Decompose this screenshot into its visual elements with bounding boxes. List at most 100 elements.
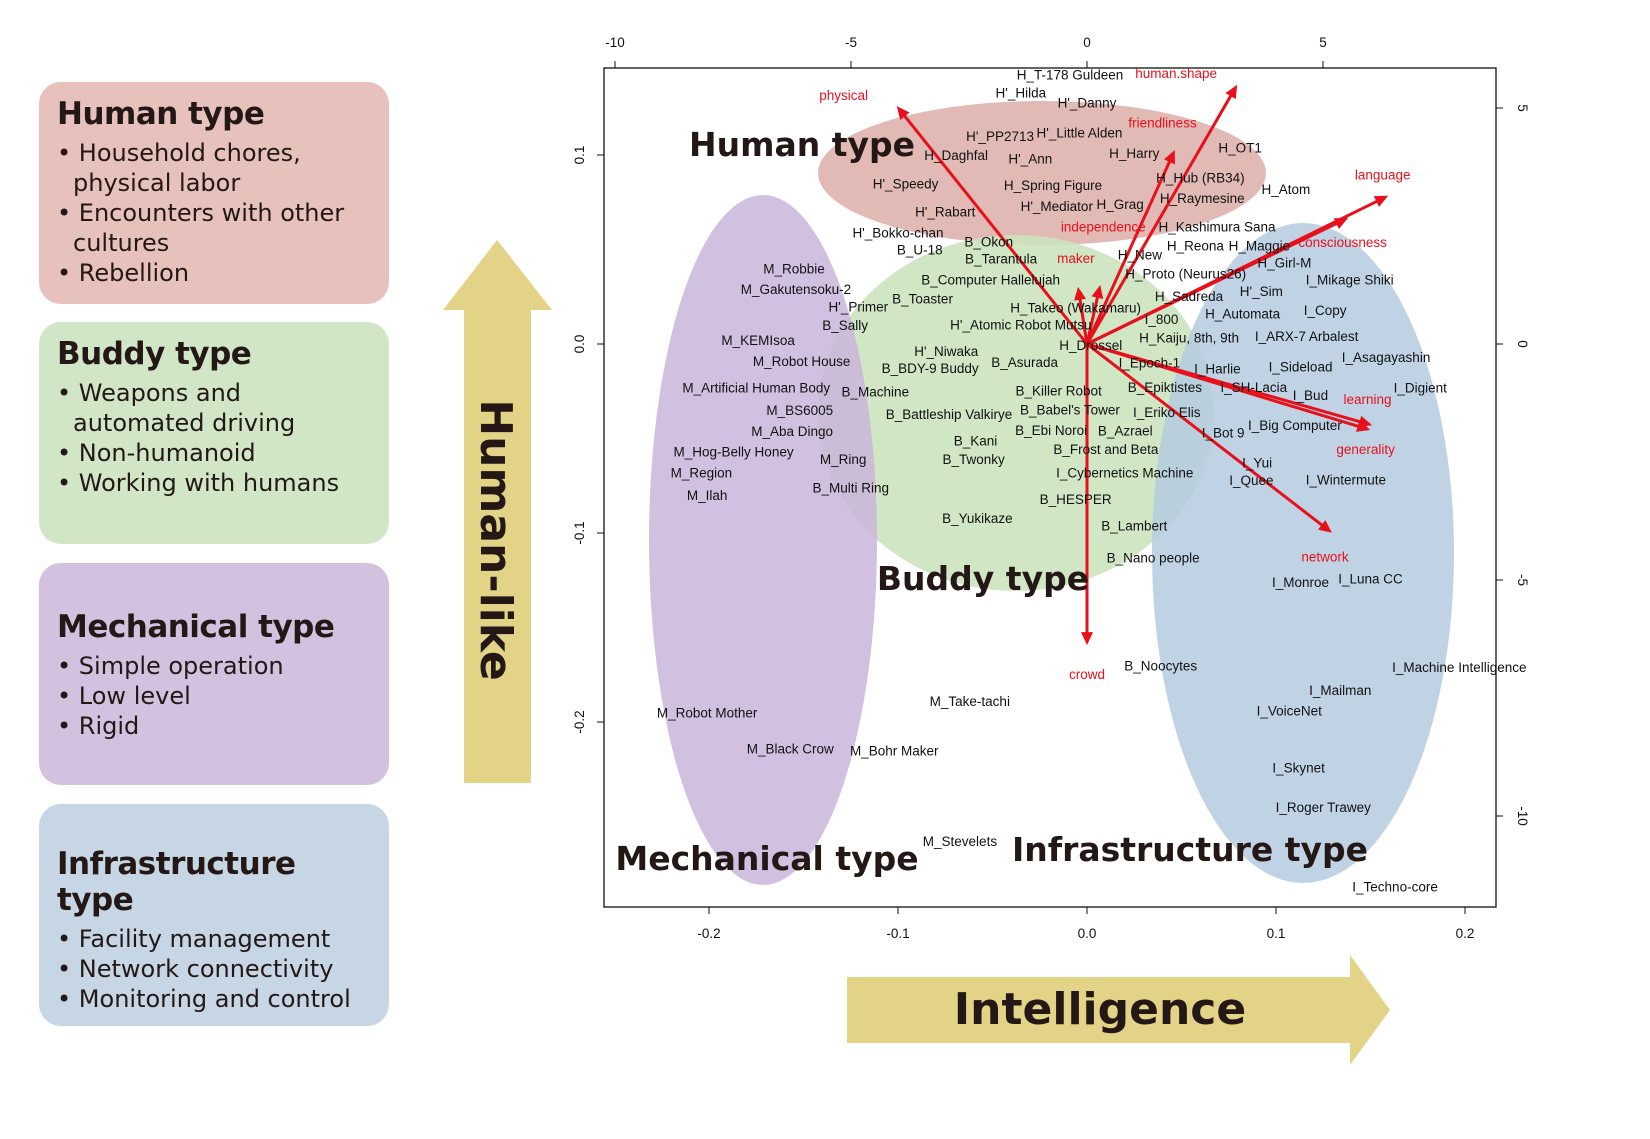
- point-label: I_VoiceNet: [1257, 704, 1323, 719]
- point-label: M_Region: [671, 465, 733, 480]
- human-type-region: [818, 101, 1266, 245]
- point-label: B_Multi Ring: [812, 481, 889, 496]
- panel-item: Rebellion: [57, 258, 371, 288]
- point-label: I_Big Computer: [1248, 418, 1342, 433]
- point-label: H'_Niwaka: [914, 344, 979, 359]
- point-label: H'_Sim: [1240, 284, 1283, 299]
- point-label: I_Eriko Elis: [1133, 405, 1201, 420]
- point-label: H_Spring Figure: [1004, 178, 1102, 193]
- vector-label: independence: [1061, 219, 1146, 234]
- vector-label: language: [1355, 168, 1411, 183]
- point-label: H_Proto (Neurus26): [1125, 266, 1246, 281]
- point-label: H_Drossel: [1059, 338, 1122, 353]
- point-label: I_Mailman: [1309, 683, 1371, 698]
- point-label: I_Luna CC: [1338, 571, 1403, 586]
- point-label: M_Take-tachi: [930, 694, 1010, 709]
- point-label: I_Digient: [1394, 380, 1448, 395]
- vector-label: learning: [1344, 392, 1392, 407]
- point-label: H_Girl-M: [1257, 256, 1311, 271]
- point-label: M_Aba Dingo: [751, 424, 833, 439]
- vector-arrow: [1086, 219, 1344, 346]
- point-label: B_Killer Robot: [1016, 383, 1103, 398]
- group-label-human: Human type: [689, 125, 915, 164]
- top-tick-label: 5: [1319, 35, 1327, 50]
- panel-mechanical-type: Mechanical type Simple operationLow leve…: [39, 563, 389, 785]
- point-label: H_Sadreda: [1155, 289, 1224, 304]
- point-label: B_Nano people: [1107, 551, 1200, 566]
- point-label: B_Noocytes: [1124, 658, 1197, 673]
- panel-title: Infrastructure type: [57, 846, 296, 918]
- point-label: I_Harlie: [1194, 361, 1241, 376]
- panel-item: Household chores, physical labor: [57, 138, 371, 198]
- x-tick-label: -0.1: [886, 926, 909, 941]
- point-label: I_Techno-core: [1352, 879, 1438, 894]
- right-tick-label: 5: [1515, 104, 1530, 112]
- point-label: B_Ebi Noroi: [1015, 423, 1087, 438]
- point-label: H_Takeo (Wakamaru): [1010, 300, 1141, 315]
- vector-arrow: [1077, 292, 1089, 345]
- point-label: I_Yui: [1242, 456, 1272, 471]
- panel-item: Weapons and automated driving: [57, 378, 371, 438]
- point-label: H'_Mediator: [1021, 199, 1094, 214]
- point-label: H_OT1: [1218, 141, 1262, 156]
- point-label: I_Quee: [1229, 473, 1273, 488]
- point-label: I_Machine Intelligence: [1392, 660, 1526, 675]
- vector-label: human.shape: [1135, 66, 1217, 81]
- point-label: B_Okon: [964, 235, 1013, 250]
- panel-title: Mechanical type: [57, 609, 335, 645]
- top-tick-label: -10: [605, 35, 625, 50]
- point-label: M_BS6005: [766, 403, 833, 418]
- group-label-infrastructure: Infrastructure type: [1012, 830, 1368, 869]
- intelligence-label: Intelligence: [954, 984, 1246, 1035]
- vector-label: network: [1301, 549, 1349, 564]
- point-label: H_Automata: [1205, 307, 1281, 322]
- point-label: B_Epiktistes: [1128, 380, 1203, 395]
- point-label: H_T-178 Guldeen: [1017, 67, 1124, 82]
- x-tick-label: 0.0: [1078, 926, 1097, 941]
- arrowhead-icon: [1318, 520, 1332, 533]
- point-label: B_HESPER: [1040, 492, 1112, 507]
- point-label: I_Mikage Shiki: [1306, 273, 1394, 288]
- point-label: B_BDY-9 Buddy: [882, 361, 979, 376]
- point-label: I_Bud: [1293, 388, 1328, 403]
- point-label: I_Monroe: [1272, 575, 1329, 590]
- point-label: I_800: [1145, 312, 1179, 327]
- panel-item: Working with humans: [57, 468, 371, 498]
- point-label: B_Computer Hallelujah: [921, 272, 1060, 287]
- x-tick-label: -0.2: [697, 926, 720, 941]
- arrowhead-icon: [1333, 217, 1349, 230]
- group-label-mechanical: Mechanical type: [615, 839, 918, 878]
- panel-item: Encounters with other cultures: [57, 198, 371, 258]
- point-label: H_Atom: [1261, 182, 1310, 197]
- point-label: H_Harry: [1109, 146, 1160, 161]
- vector-label: generality: [1336, 442, 1395, 457]
- point-label: I_Wintermute: [1306, 473, 1386, 488]
- point-label: M_Black Crow: [747, 741, 834, 756]
- arrowhead-icon: [1225, 84, 1238, 100]
- point-label: H'_Primer: [829, 299, 889, 314]
- right-tick-label: -10: [1515, 806, 1530, 826]
- point-label: B_Lambert: [1101, 518, 1167, 533]
- x-tick-label: 0.1: [1267, 926, 1286, 941]
- arrowhead-icon: [1074, 286, 1086, 301]
- point-label: I_Epoch-1: [1119, 355, 1181, 370]
- point-label: B_Machine: [842, 384, 910, 399]
- panel-item: Rigid: [57, 711, 371, 741]
- top-tick-label: -5: [845, 35, 857, 50]
- panel-title: Human type: [57, 96, 265, 132]
- point-label: H'_Rabart: [915, 204, 976, 219]
- point-label: B_Azrael: [1098, 424, 1153, 439]
- vector-arrow: [1086, 342, 1329, 531]
- vector-arrow: [899, 109, 1089, 345]
- panel-human-type: Human type Household chores, physical la…: [39, 82, 389, 304]
- point-label: M_KEMIsoa: [721, 333, 795, 348]
- point-label: M_Robot House: [753, 354, 851, 369]
- vector-arrow: [1085, 154, 1174, 345]
- intelligence-arrow: [847, 955, 1390, 1065]
- buddy-type-region: [818, 235, 1214, 591]
- mechanical-type-region: [649, 195, 877, 885]
- vector-arrow: [1085, 89, 1236, 345]
- point-label: B_Toaster: [892, 291, 953, 306]
